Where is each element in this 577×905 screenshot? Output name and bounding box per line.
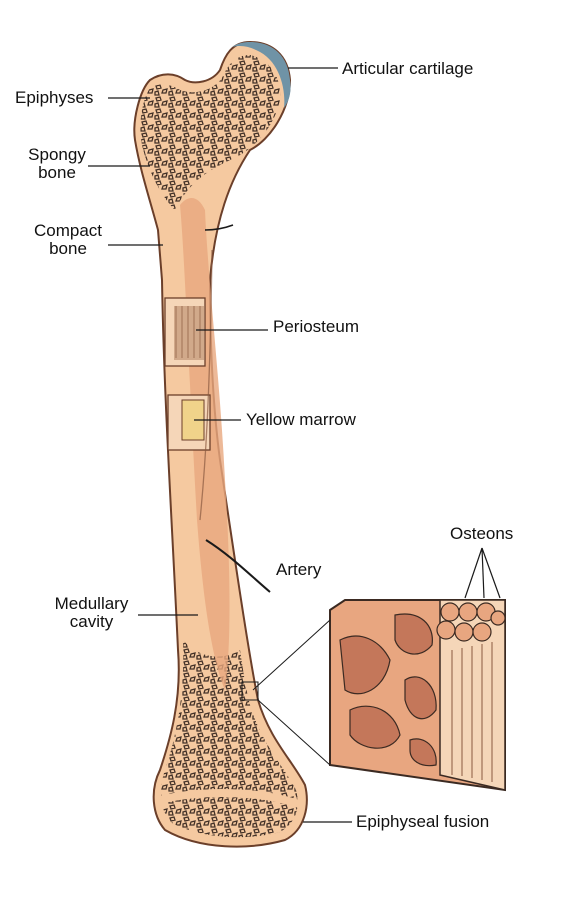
compact-grain	[451, 642, 493, 782]
artery-vessel	[205, 539, 271, 593]
artery-branch	[204, 224, 234, 231]
trabeculae	[339, 613, 437, 767]
label-medullary-cavity: Medullary cavity	[44, 595, 139, 631]
label-periosteum: Periosteum	[273, 317, 359, 336]
leader-lines	[88, 67, 501, 823]
label-compact-bone-line2: bone	[49, 239, 87, 258]
label-epiphyseal-fusion: Epiphyseal fusion	[356, 812, 490, 831]
periosteum-inner	[174, 306, 204, 360]
label-compact-bone-line1: Compact	[33, 221, 103, 240]
magnification-lines	[241, 619, 331, 766]
label-medullary-cavity-line1: Medullary	[54, 594, 129, 613]
label-spongy-bone: Spongy bone	[26, 146, 88, 182]
label-compact-bone: Compact bone	[28, 222, 108, 258]
label-articular-cartilage: Articular cartilage	[342, 59, 474, 78]
cross-section-block	[329, 599, 506, 792]
nutrient-vessel	[199, 249, 213, 521]
label-artery: Artery	[276, 560, 322, 579]
label-epiphyses: Epiphyses	[15, 88, 94, 107]
label-yellow-marrow: Yellow marrow	[246, 410, 356, 429]
osteon-circles	[436, 602, 506, 642]
epiphyseal-fusion-line	[159, 789, 304, 809]
label-spongy-bone-line1: Spongy	[28, 145, 86, 164]
label-osteons: Osteons	[450, 524, 514, 543]
label-spongy-bone-line2: bone	[38, 163, 76, 182]
label-medullary-cavity-line2: cavity	[69, 612, 114, 631]
lower-spongy-region	[160, 640, 298, 838]
articular-cartilage-cap	[232, 42, 291, 108]
upper-spongy-region	[140, 55, 281, 210]
